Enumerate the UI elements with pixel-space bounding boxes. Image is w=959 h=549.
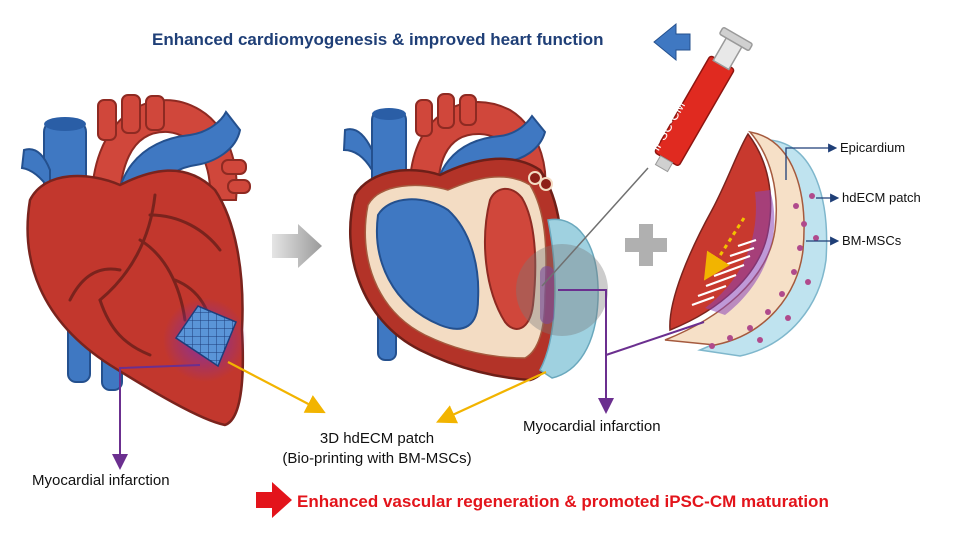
mi-left-pointer — [112, 364, 201, 470]
zoom-infarct-band — [705, 190, 775, 315]
epicardium-label: Epicardium — [840, 140, 906, 155]
middle-heart — [342, 93, 608, 382]
zoom-to-section-connector — [605, 321, 705, 356]
zoom-detail — [664, 130, 828, 357]
plus-icon — [625, 224, 667, 266]
zoom-epicardium-layer — [664, 130, 805, 346]
syringe-needle — [541, 167, 649, 287]
top-outcome-title: Enhanced cardiomyogenesis & improved hea… — [152, 30, 604, 49]
gray-arrow-icon — [272, 224, 322, 268]
red-right-arrow-icon — [256, 482, 292, 518]
middle-heart-left-ventricle — [484, 187, 537, 330]
middle-heart-infarct-strip — [540, 266, 554, 324]
hdecm-patch-label: hdECM patch — [842, 190, 921, 205]
left-heart-body — [26, 169, 245, 427]
patch-label-line1: 3D hdECM patch — [319, 430, 435, 447]
syringe-icon — [654, 27, 753, 173]
zoom-migration-arrow — [703, 217, 746, 281]
middle-heart-right-ventricle — [376, 198, 480, 330]
patch-pointer-right — [436, 371, 547, 424]
blue-left-arrow-icon — [653, 22, 691, 62]
left-heart — [20, 94, 251, 427]
middle-heart-hdecm-patch — [539, 218, 599, 379]
patch-pointer-left — [227, 361, 326, 414]
bottom-outcome-title: Enhanced vascular regeneration & promote… — [297, 492, 829, 511]
bm-mscs-label: BM-MSCs — [842, 233, 902, 248]
epicardium-pointer — [785, 143, 838, 180]
mi-right-label: Myocardial infarction — [523, 418, 661, 435]
zoom-bm-mscs-dots — [709, 193, 819, 349]
mi-right-pointer — [558, 289, 614, 414]
left-heart-coronary-vessels — [68, 193, 222, 357]
left-heart-grid-patch — [174, 305, 237, 368]
patch-label-line2: (Bio-printing with BM-MSCs) — [282, 450, 472, 467]
mi-left-label: Myocardial infarction — [32, 472, 170, 489]
